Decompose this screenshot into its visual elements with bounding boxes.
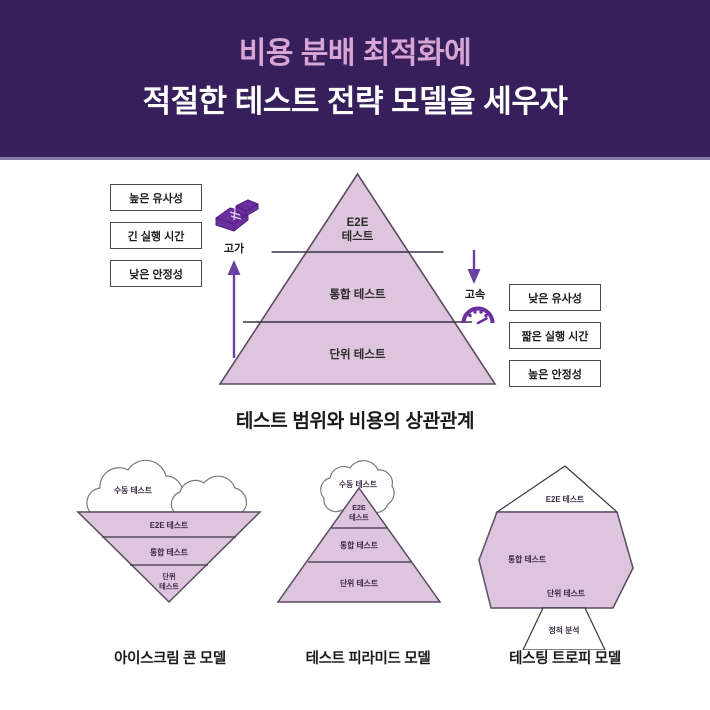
pyramid-level-e2e-label-line1: E2E	[352, 503, 366, 512]
right-chip-short-runtime: 짧은 실행 시간	[509, 322, 601, 349]
cone-level-integration-label: 통합 테스트	[150, 547, 188, 557]
header-divider	[0, 157, 710, 160]
pyramid-level-unit-label: 단위 테스트	[329, 349, 386, 361]
model-caption-test-pyramid: 테스트 피라미드 모델	[305, 651, 431, 667]
main-pyramid-svg	[218, 172, 497, 385]
left-chip-high-fidelity: 높은 유사성	[110, 184, 202, 211]
main-diagram-caption: 테스트 범위와 비용의 상관관계	[235, 411, 475, 432]
right-chip-high-stability: 높은 안정성	[509, 360, 601, 387]
header-banner	[0, 0, 710, 157]
left-chip-long-runtime: 긴 실행 시간	[110, 222, 202, 249]
model-ice-cream-cone: 수동 테스트 E2E 테스트 통합 테스트 단위 테스트 아이스크림 콘 모델	[70, 450, 270, 690]
page-title-line2: 적절한 테스트 전략 모델을 세우자	[142, 84, 568, 119]
pyramid-level-e2e-label-line2: 테스트	[349, 513, 369, 522]
pyramid-cloud-label: 수동 테스트	[339, 479, 377, 489]
speedometer-icon	[461, 302, 495, 331]
page-title-line1: 비용 분배 최적화에	[238, 37, 472, 70]
trophy-level-integration-label: 통합 테스트	[508, 554, 546, 564]
trophy-level-unit-label: 단위 테스트	[547, 588, 585, 598]
arrow-up-icon	[226, 258, 242, 363]
money-stack-icon	[214, 198, 260, 243]
pyramid-level-e2e-label: E2E 테스트	[341, 217, 374, 243]
cone-cloud-label: 수동 테스트	[114, 485, 152, 495]
pyramid-level-integration-label: 통합 테스트	[340, 540, 378, 550]
cone-level-e2e-label: E2E 테스트	[150, 520, 188, 530]
cone-level-unit-label-line2: 테스트	[159, 582, 179, 591]
trophy-top-label: E2E 테스트	[546, 494, 584, 504]
testing-trophy-svg: E2E 테스트 통합 테스트 단위 테스트 정적 분석	[478, 465, 634, 650]
cone-level-unit-label-line1: 단위	[162, 572, 175, 581]
trophy-base-label: 정적 분석	[549, 625, 580, 635]
left-chip-low-stability: 낮은 안정성	[110, 260, 202, 287]
model-caption-testing-trophy: 테스팅 트로피 모델	[509, 651, 621, 667]
right-chip-low-fidelity: 낮은 유사성	[509, 284, 601, 311]
model-comparison-row: 수동 테스트 E2E 테스트 통합 테스트 단위 테스트 아이스크림 콘 모델 …	[0, 450, 710, 690]
arrow-down-icon	[466, 250, 482, 291]
main-test-pyramid: E2E 테스트 통합 테스트 단위 테스트	[215, 170, 500, 390]
model-caption-ice-cream-cone: 아이스크림 콘 모델	[114, 651, 226, 667]
pyramid-level-unit-label: 단위 테스트	[340, 578, 378, 588]
test-pyramid-svg: 수동 테스트 E2E 테스트 통합 테스트 단위 테스트	[276, 460, 442, 603]
cost-high-label: 고가	[223, 243, 245, 255]
pyramid-level-integration-label: 통합 테스트	[329, 289, 386, 301]
model-testing-trophy: E2E 테스트 통합 테스트 단위 테스트 정적 분석 테스팅 트로피 모델	[465, 450, 665, 690]
speed-high-label: 고속	[464, 289, 486, 301]
model-test-pyramid: 수동 테스트 E2E 테스트 통합 테스트 단위 테스트 테스트 피라미드 모델	[268, 450, 468, 690]
ice-cream-cone-svg: 수동 테스트 E2E 테스트 통합 테스트 단위 테스트	[76, 459, 262, 604]
